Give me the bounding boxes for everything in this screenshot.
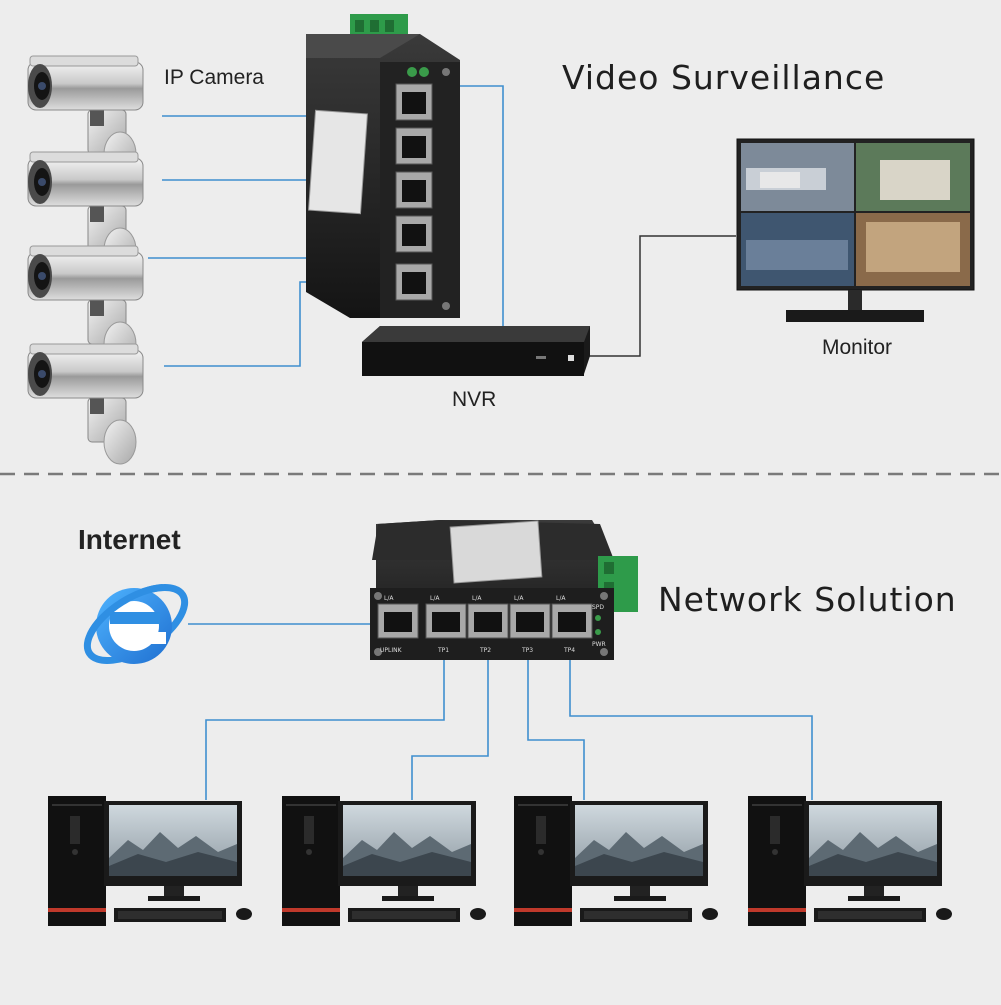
port-label-tp3: TP3 — [521, 647, 533, 654]
industrial-switch-horizontal: L/A L/A L/A L/A L/A SPD PWR UPLINK TP1 T… — [370, 520, 638, 660]
port-label-tp2: TP2 — [479, 647, 491, 654]
ip-camera-icon — [27, 343, 144, 465]
port-label-tp1: TP1 — [437, 647, 449, 654]
switch-spd-label: SPD — [592, 604, 604, 611]
monitor-label: Monitor — [822, 336, 893, 359]
port-label-tp4: TP4 — [563, 647, 575, 654]
nvr-monitor-cable — [588, 235, 736, 357]
port-label-uplink: UPLINK — [380, 647, 403, 654]
video-surveillance-title: Video Surveillance — [562, 58, 886, 97]
nvr-label: NVR — [452, 388, 497, 411]
desktop-computer-icon — [48, 796, 252, 926]
monitor-device — [736, 138, 975, 322]
desktop-computer-icon — [282, 796, 486, 926]
switch-pwr-label: PWR — [592, 641, 606, 648]
switch-led-label: L/A — [384, 595, 394, 602]
switch-led-label: L/A — [430, 595, 440, 602]
industrial-switch-vertical — [306, 14, 460, 318]
nvr-device — [362, 326, 590, 376]
network-solution-title: Network Solution — [658, 580, 957, 619]
internet-explorer-icon — [83, 583, 189, 665]
desktop-computer-icon — [514, 796, 718, 926]
switch-led-label: L/A — [472, 595, 482, 602]
internet-label: Internet — [78, 524, 181, 555]
switch-led-label: L/A — [514, 595, 524, 602]
ip-camera-label: IP Camera — [164, 66, 264, 89]
desktop-computer-icon — [748, 796, 952, 926]
bottom-cables — [188, 623, 813, 800]
switch-led-label: L/A — [556, 595, 566, 602]
